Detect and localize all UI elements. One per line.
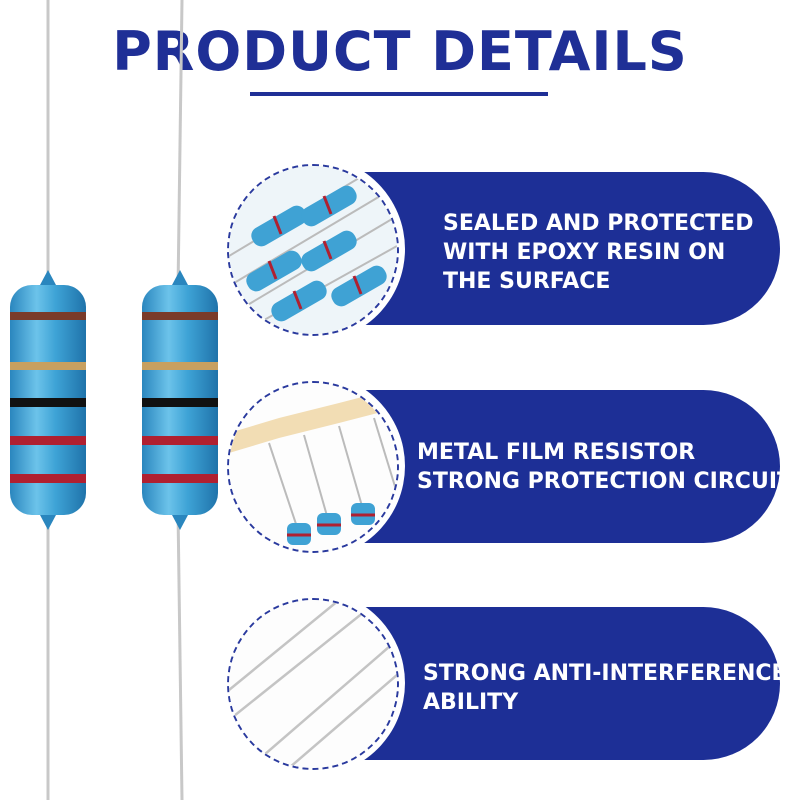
resistor-leads-icon [229,600,397,768]
feature-1-line-3: THE SURFACE [443,269,611,294]
resistor-pile-icon [229,166,397,334]
feature-2-line-2: STRONG PROTECTION CIRCUIT [417,469,793,494]
feature-3-line-2: ABILITY [423,690,519,715]
feature-1-line-1: SEALED AND PROTECTED [443,211,754,236]
title-underline [250,92,548,96]
resistor-illustration [10,0,218,800]
feature-2-line-1: METAL FILM RESISTOR [417,440,696,465]
feature-1-line-2: WITH EPOXY RESIN ON [443,240,726,265]
feature-3-text: STRONG ANTI-INTERFERENCE ABILITY [423,659,787,717]
feature-2-text: METAL FILM RESISTOR STRONG PROTECTION CI… [417,438,792,496]
page-title: PRODUCT DETAILS [112,20,688,83]
resistor-left-icon [10,270,86,530]
resistor-right-icon [142,270,218,530]
feature-1-text: SEALED AND PROTECTED WITH EPOXY RESIN ON… [443,209,753,296]
feature-3-image [219,590,405,776]
feature-3-line-1: STRONG ANTI-INTERFERENCE [423,661,787,686]
resistor-tape-icon [229,383,397,551]
feature-1-image [219,156,405,342]
feature-2-image [219,373,405,559]
